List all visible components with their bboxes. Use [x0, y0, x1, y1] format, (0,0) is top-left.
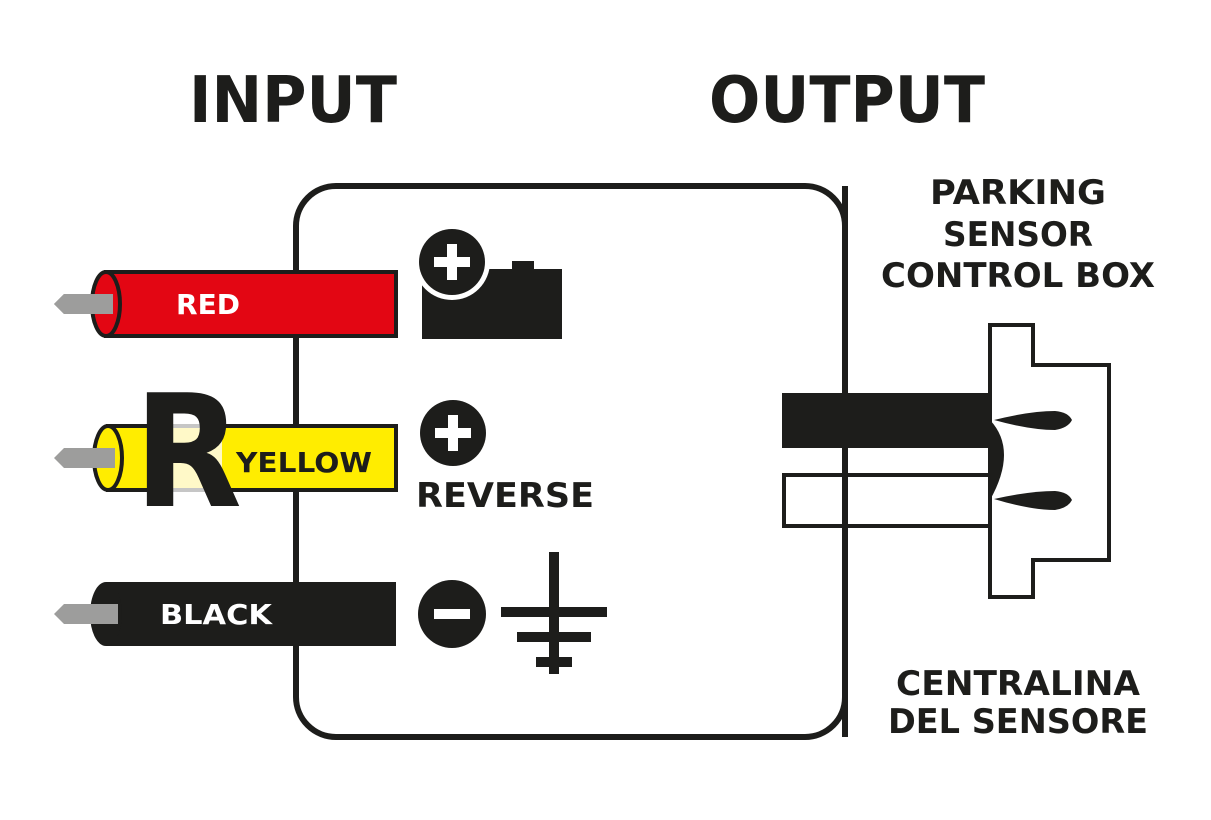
output-cable-white	[782, 473, 992, 528]
minus-circle-icon	[418, 580, 486, 648]
yellow-wire-highlight	[162, 424, 222, 492]
yellow-wire-sheath	[106, 424, 398, 492]
battery-terminal	[414, 224, 562, 339]
black-wire-sheath	[106, 582, 396, 646]
output-heading: OUTPUT	[709, 64, 985, 138]
red-wire-label: RED	[176, 288, 240, 321]
black-wire[interactable]: BLACK	[54, 582, 396, 646]
output-title: PARKING SENSOR CONTROL BOX	[881, 173, 1155, 296]
connector-plug-body	[988, 323, 1111, 599]
reverse-label: REVERSE	[416, 476, 594, 516]
connector-pin-bottom	[994, 491, 1072, 510]
black-wire-label: BLACK	[160, 598, 273, 631]
output-title-line: PARKING	[930, 173, 1106, 213]
input-heading: INPUT	[189, 64, 397, 138]
red-wire-sheath	[104, 270, 398, 338]
yellow-wire-label: YELLOW	[235, 446, 372, 479]
yellow-wire[interactable]: R YELLOW	[54, 361, 398, 543]
connector-pin-top	[994, 411, 1072, 430]
output-subtitle: CENTRALINA DEL SENSORE	[888, 664, 1148, 742]
reverse-terminal: REVERSE	[416, 400, 594, 516]
output-cable-black	[782, 393, 992, 448]
yellow-wire-pin	[54, 448, 115, 468]
output-connector	[782, 186, 1111, 737]
plus-circle-icon	[419, 229, 485, 295]
output-subtitle-line: CENTRALINA	[896, 664, 1141, 704]
connector-seal	[990, 420, 1004, 500]
reverse-letter-r: R	[134, 361, 242, 543]
output-title-line: SENSOR	[943, 215, 1093, 255]
red-wire[interactable]: RED	[54, 270, 398, 338]
output-subtitle-line: DEL SENSORE	[888, 702, 1148, 742]
black-wire-pin	[54, 604, 118, 624]
ground-icon	[501, 552, 607, 674]
ground-terminal	[418, 552, 607, 674]
plus-circle-icon	[420, 400, 486, 466]
output-title-line: CONTROL BOX	[881, 256, 1155, 296]
